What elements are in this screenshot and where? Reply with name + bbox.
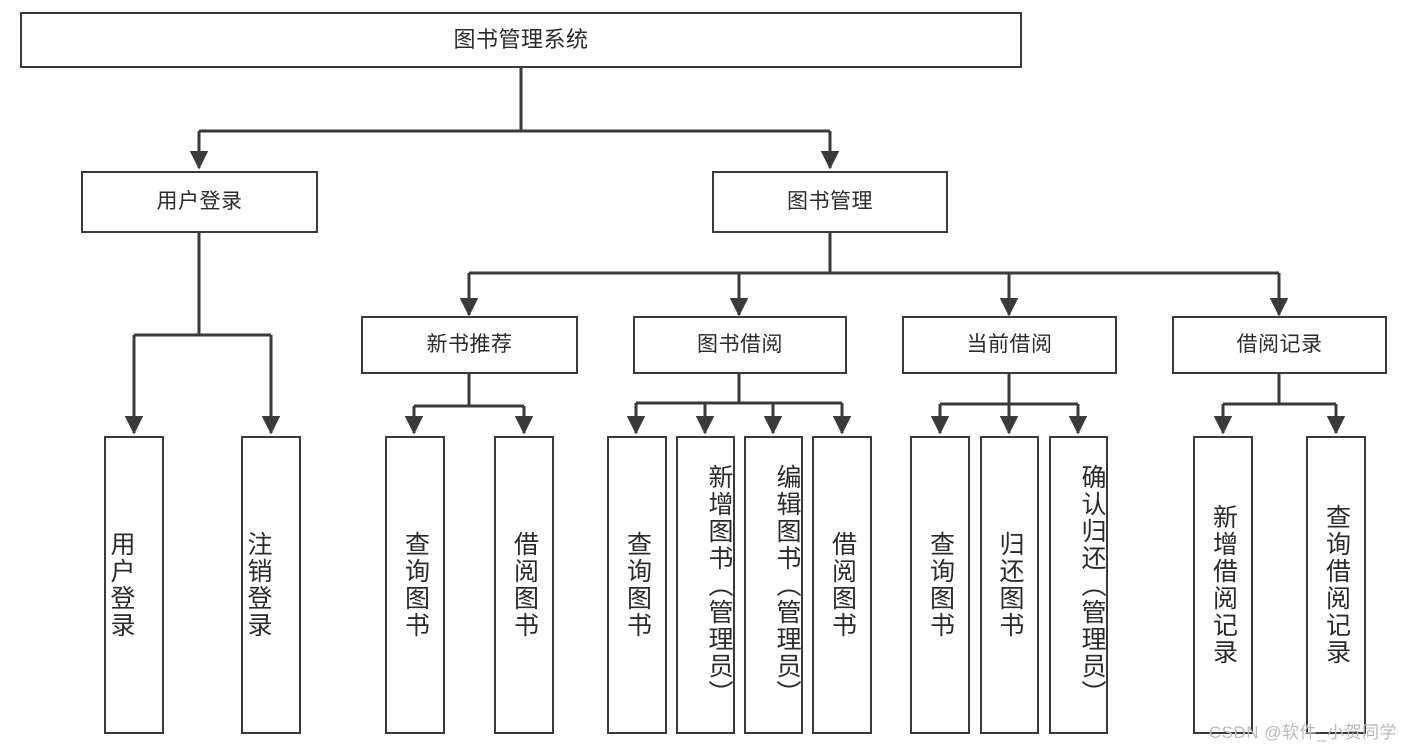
node-user-login[interactable]: 用户登录 (81, 171, 318, 233)
node-new-book-rec-label: 新书推荐 (426, 332, 513, 356)
node-leaf-borrow-book-2[interactable]: 借阅图书 (812, 436, 872, 734)
node-borrow-record[interactable]: 借阅记录 (1172, 316, 1387, 374)
node-leaf-borrow-book-1-label: 借阅图书 (510, 531, 539, 639)
node-borrow-record-label: 借阅记录 (1236, 332, 1323, 356)
node-new-book-rec[interactable]: 新书推荐 (361, 316, 578, 374)
node-leaf-logout-label: 注销登录 (244, 531, 272, 639)
node-book-borrow[interactable]: 图书借阅 (633, 316, 847, 374)
watermark-text: CSDN @软件_小贺同学 (1208, 723, 1397, 742)
node-leaf-user-login[interactable]: 用户登录 (104, 436, 164, 734)
node-leaf-query-record[interactable]: 查询借阅记录 (1306, 436, 1366, 734)
node-leaf-query-book-2[interactable]: 查询图书 (607, 436, 667, 734)
node-leaf-confirm-return[interactable]: 确认归还（管理员） (1049, 436, 1108, 734)
node-book-borrow-label: 图书借阅 (697, 332, 783, 356)
node-leaf-query-book-1-label: 查询图书 (401, 531, 430, 639)
node-leaf-user-login-label: 用户登录 (107, 531, 135, 639)
node-leaf-edit-book-label: 编辑图书（管理员） (773, 463, 801, 707)
node-leaf-query-book-1[interactable]: 查询图书 (385, 436, 445, 734)
node-current-borrow-label: 当前借阅 (966, 332, 1053, 356)
node-current-borrow[interactable]: 当前借阅 (902, 316, 1117, 374)
node-leaf-query-book-3-label: 查询图书 (926, 531, 955, 639)
node-leaf-return-book[interactable]: 归还图书 (980, 436, 1039, 734)
node-book-manage[interactable]: 图书管理 (712, 171, 948, 233)
node-leaf-edit-book[interactable]: 编辑图书（管理员） (744, 436, 803, 734)
node-root[interactable]: 图书管理系统 (20, 12, 1022, 68)
node-leaf-query-book-2-label: 查询图书 (623, 531, 652, 639)
node-leaf-add-record-label: 新增借阅记录 (1209, 504, 1238, 666)
node-leaf-query-record-label: 查询借阅记录 (1322, 504, 1351, 666)
node-leaf-logout[interactable]: 注销登录 (241, 436, 301, 734)
node-user-login-label: 用户登录 (156, 189, 243, 213)
node-leaf-borrow-book-2-label: 借阅图书 (828, 531, 857, 639)
node-leaf-add-record[interactable]: 新增借阅记录 (1193, 436, 1253, 734)
node-leaf-return-book-label: 归还图书 (996, 531, 1024, 639)
node-root-label: 图书管理系统 (453, 27, 589, 53)
node-leaf-add-book[interactable]: 新增图书（管理员） (676, 436, 735, 734)
node-leaf-confirm-return-label: 确认归还（管理员） (1078, 463, 1106, 707)
node-book-manage-label: 图书管理 (787, 189, 873, 213)
node-leaf-query-book-3[interactable]: 查询图书 (910, 436, 970, 734)
node-leaf-add-book-label: 新增图书（管理员） (705, 463, 733, 707)
node-leaf-borrow-book-1[interactable]: 借阅图书 (494, 436, 554, 734)
